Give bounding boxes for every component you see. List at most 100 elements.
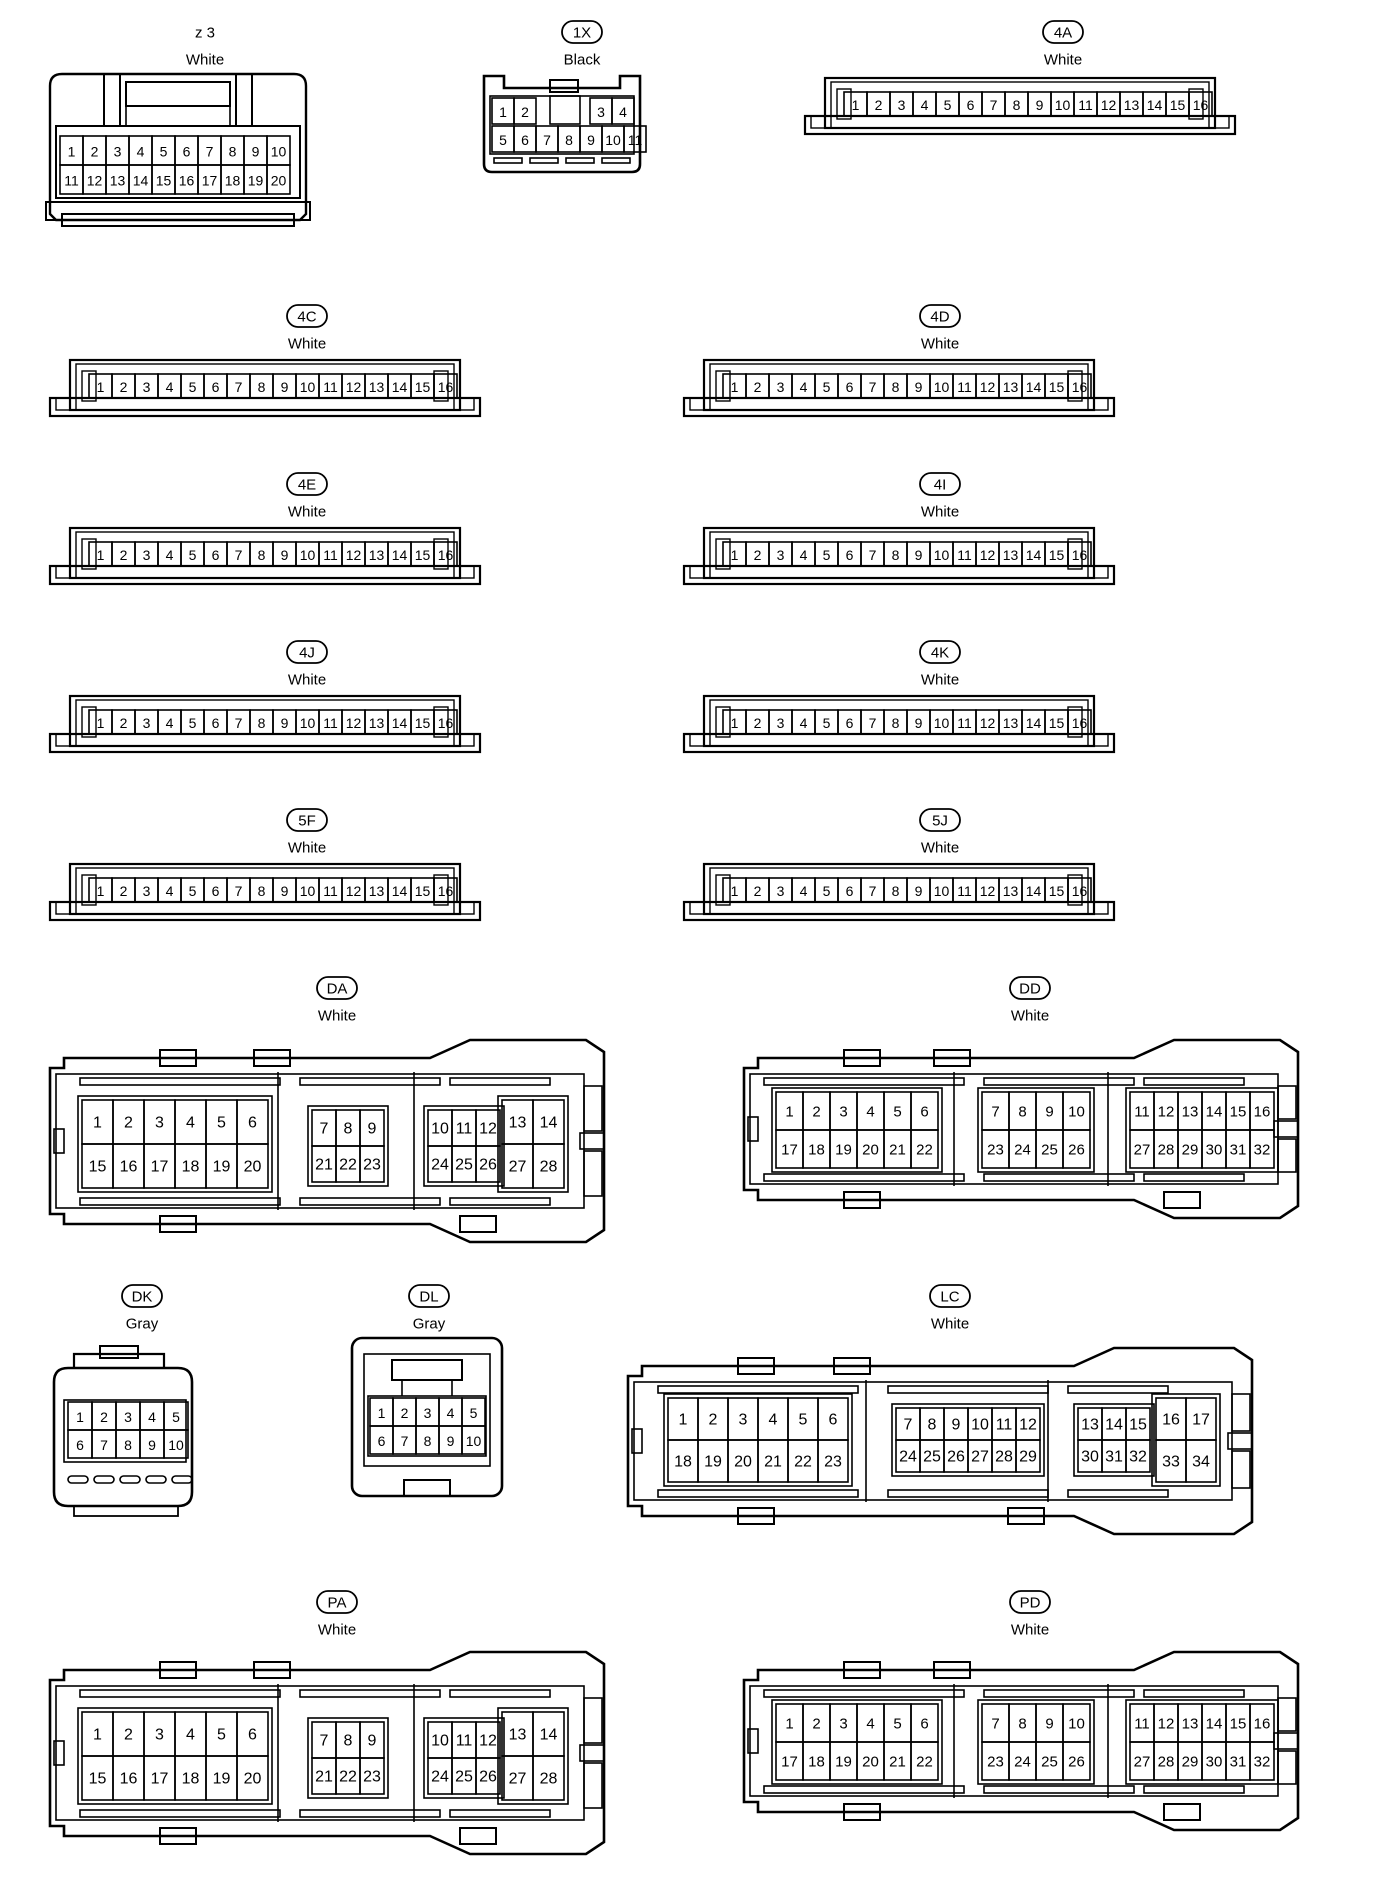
connector-code: 4E [298, 477, 316, 494]
pin-cavity: 12 [1153, 1703, 1179, 1743]
pin-label: 4 [166, 547, 174, 563]
pin-cavity: 1 [722, 541, 747, 567]
pin-label: 2 [401, 1405, 409, 1421]
pin-cavity: 14 [1142, 91, 1167, 117]
pin-cell [1067, 709, 1092, 735]
pin-label: 16 [438, 715, 454, 731]
housing-outline [81, 538, 97, 570]
housing-outline [1067, 1489, 1169, 1498]
housing-outline [81, 706, 97, 738]
pin-cavity: 2 [111, 541, 136, 567]
pin-label: 11 [64, 173, 79, 189]
pin-cavity: 6 [369, 1425, 394, 1455]
pin-label: 13 [110, 173, 126, 189]
housing-outline [48, 732, 482, 754]
pin-cavity: 10 [295, 709, 320, 735]
pin-cavity: 3 [768, 709, 793, 735]
pin-cavity: 9 [272, 541, 297, 567]
housing-outline [763, 1173, 965, 1182]
housing-outline [159, 1827, 197, 1845]
pin-cavity: 12 [341, 709, 366, 735]
pin-label: 31 [1105, 1449, 1123, 1466]
pin-label: 9 [252, 144, 260, 160]
housing-outline [933, 1049, 971, 1067]
pin-label: 12 [479, 1733, 497, 1750]
connector-color-label: White [921, 672, 959, 689]
pin-label: 6 [829, 1412, 838, 1429]
pin-label: 6 [521, 132, 529, 148]
pin-label: 9 [587, 132, 595, 148]
housing-outline [493, 157, 523, 164]
pin-label: 17 [1192, 1412, 1210, 1429]
pin-label: 2 [120, 379, 128, 395]
pin-cavity: 10 [929, 541, 954, 567]
pin-cavity: 5 [883, 1703, 912, 1743]
connector-code-badge [1042, 20, 1084, 44]
housing-outline [1007, 1507, 1045, 1525]
pin-label: 7 [320, 1121, 329, 1138]
pin-cavity: 13 [501, 1099, 534, 1145]
pin-label: 25 [923, 1449, 941, 1466]
housing-outline [715, 874, 731, 906]
housing-outline [601, 157, 631, 164]
housing-outline [1277, 1750, 1297, 1785]
pin-label: 13 [1003, 883, 1019, 899]
pin-cavity: 9 [438, 1425, 463, 1455]
housing-outline [53, 1128, 65, 1154]
pin-label: 10 [431, 1121, 449, 1138]
pin-cavity: 5 [180, 373, 205, 399]
pin-cavity: 3 [768, 877, 793, 903]
pin-label: 2 [100, 1409, 108, 1425]
pin-cavity: 13 [364, 709, 389, 735]
pin-cavity: 26 [943, 1439, 969, 1473]
pin-label: 14 [1105, 1417, 1123, 1434]
pin-label: 15 [89, 1771, 107, 1788]
pin-cavity: 7 [860, 373, 885, 399]
pin-label: 28 [1158, 1142, 1175, 1159]
pin-label: 11 [1134, 1104, 1150, 1121]
pin-cavity: 15 [410, 541, 435, 567]
pin-label: 4 [166, 715, 174, 731]
pin-label: 4 [619, 104, 627, 120]
pin-label: 8 [424, 1433, 432, 1449]
pin-cavity: 3 [134, 541, 159, 567]
pin-cavity: 5 [461, 1397, 486, 1427]
pin-cavity: 18 [174, 1755, 207, 1801]
pin-cavity: 3 [829, 1703, 858, 1743]
pin-label: 26 [947, 1449, 965, 1466]
pin-cavity: 13 [998, 709, 1023, 735]
pin-cell [1015, 1439, 1041, 1473]
connector-code-badge [561, 20, 603, 44]
pin-label: 10 [934, 379, 950, 395]
pin-label: 12 [346, 547, 362, 563]
pin-cavity: 7 [860, 877, 885, 903]
pin-cavity: 30 [1201, 1741, 1227, 1781]
housing-outline [763, 1785, 965, 1794]
pin-label: 14 [133, 173, 149, 189]
pin-label: 15 [1049, 883, 1065, 899]
pin-label: 4 [800, 883, 808, 899]
housing-outline [682, 564, 1116, 586]
pin-cavity: 3 [115, 1401, 141, 1431]
pin-cell [623, 125, 647, 153]
pin-cavity: 17 [1185, 1397, 1217, 1441]
pin-label: 30 [1081, 1449, 1099, 1466]
housing-outline [299, 1197, 441, 1206]
pin-cavity: 31 [1225, 1129, 1251, 1169]
pin-cavity: 6 [837, 541, 862, 567]
pin-label: 10 [1068, 1104, 1085, 1121]
pin-cavity: 2 [82, 135, 107, 166]
pin-cavity: 25 [1035, 1741, 1064, 1781]
housing-outline [81, 874, 97, 906]
pin-cavity: 10 [427, 1109, 453, 1147]
housing-outline [977, 1087, 1095, 1173]
housing-outline [1125, 1699, 1279, 1785]
pin-cavity: 15 [81, 1755, 114, 1801]
pin-label: 3 [124, 1409, 132, 1425]
pin-cavity: 3 [134, 709, 159, 735]
pin-label: 1 [785, 1716, 793, 1733]
pin-cavity: 4 [157, 541, 182, 567]
pin-cell [266, 164, 291, 195]
pin-label: 16 [1072, 715, 1088, 731]
